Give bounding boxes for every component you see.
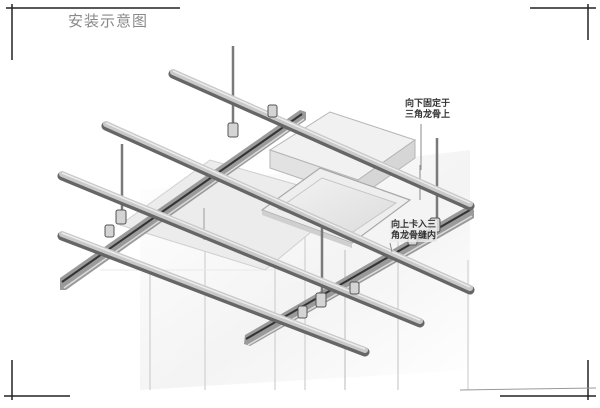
callout-line: 三角龙骨上 bbox=[405, 110, 451, 120]
callout-fix-down: 向下固定于 三角龙骨上 bbox=[405, 99, 450, 121]
main-keel-4 bbox=[57, 231, 370, 357]
main-keel-3 bbox=[57, 171, 425, 328]
callout-leaders bbox=[389, 124, 422, 253]
main-keel-1 bbox=[168, 69, 475, 211]
diagram-title: 安装示意图 bbox=[68, 12, 149, 30]
callout-clip-up: 向上卡入三 角龙骨缝内 bbox=[390, 220, 438, 242]
callout-line: 向下固定于 bbox=[405, 99, 451, 109]
main-keel-2 bbox=[101, 121, 475, 295]
callout-line: 向上卡入三 bbox=[391, 220, 437, 230]
hanger-rods bbox=[120, 46, 439, 300]
callout-line: 角龙骨缝内 bbox=[391, 231, 437, 241]
frame-corner-marks bbox=[4, 4, 596, 400]
ceiling-light-panel bbox=[260, 167, 412, 248]
